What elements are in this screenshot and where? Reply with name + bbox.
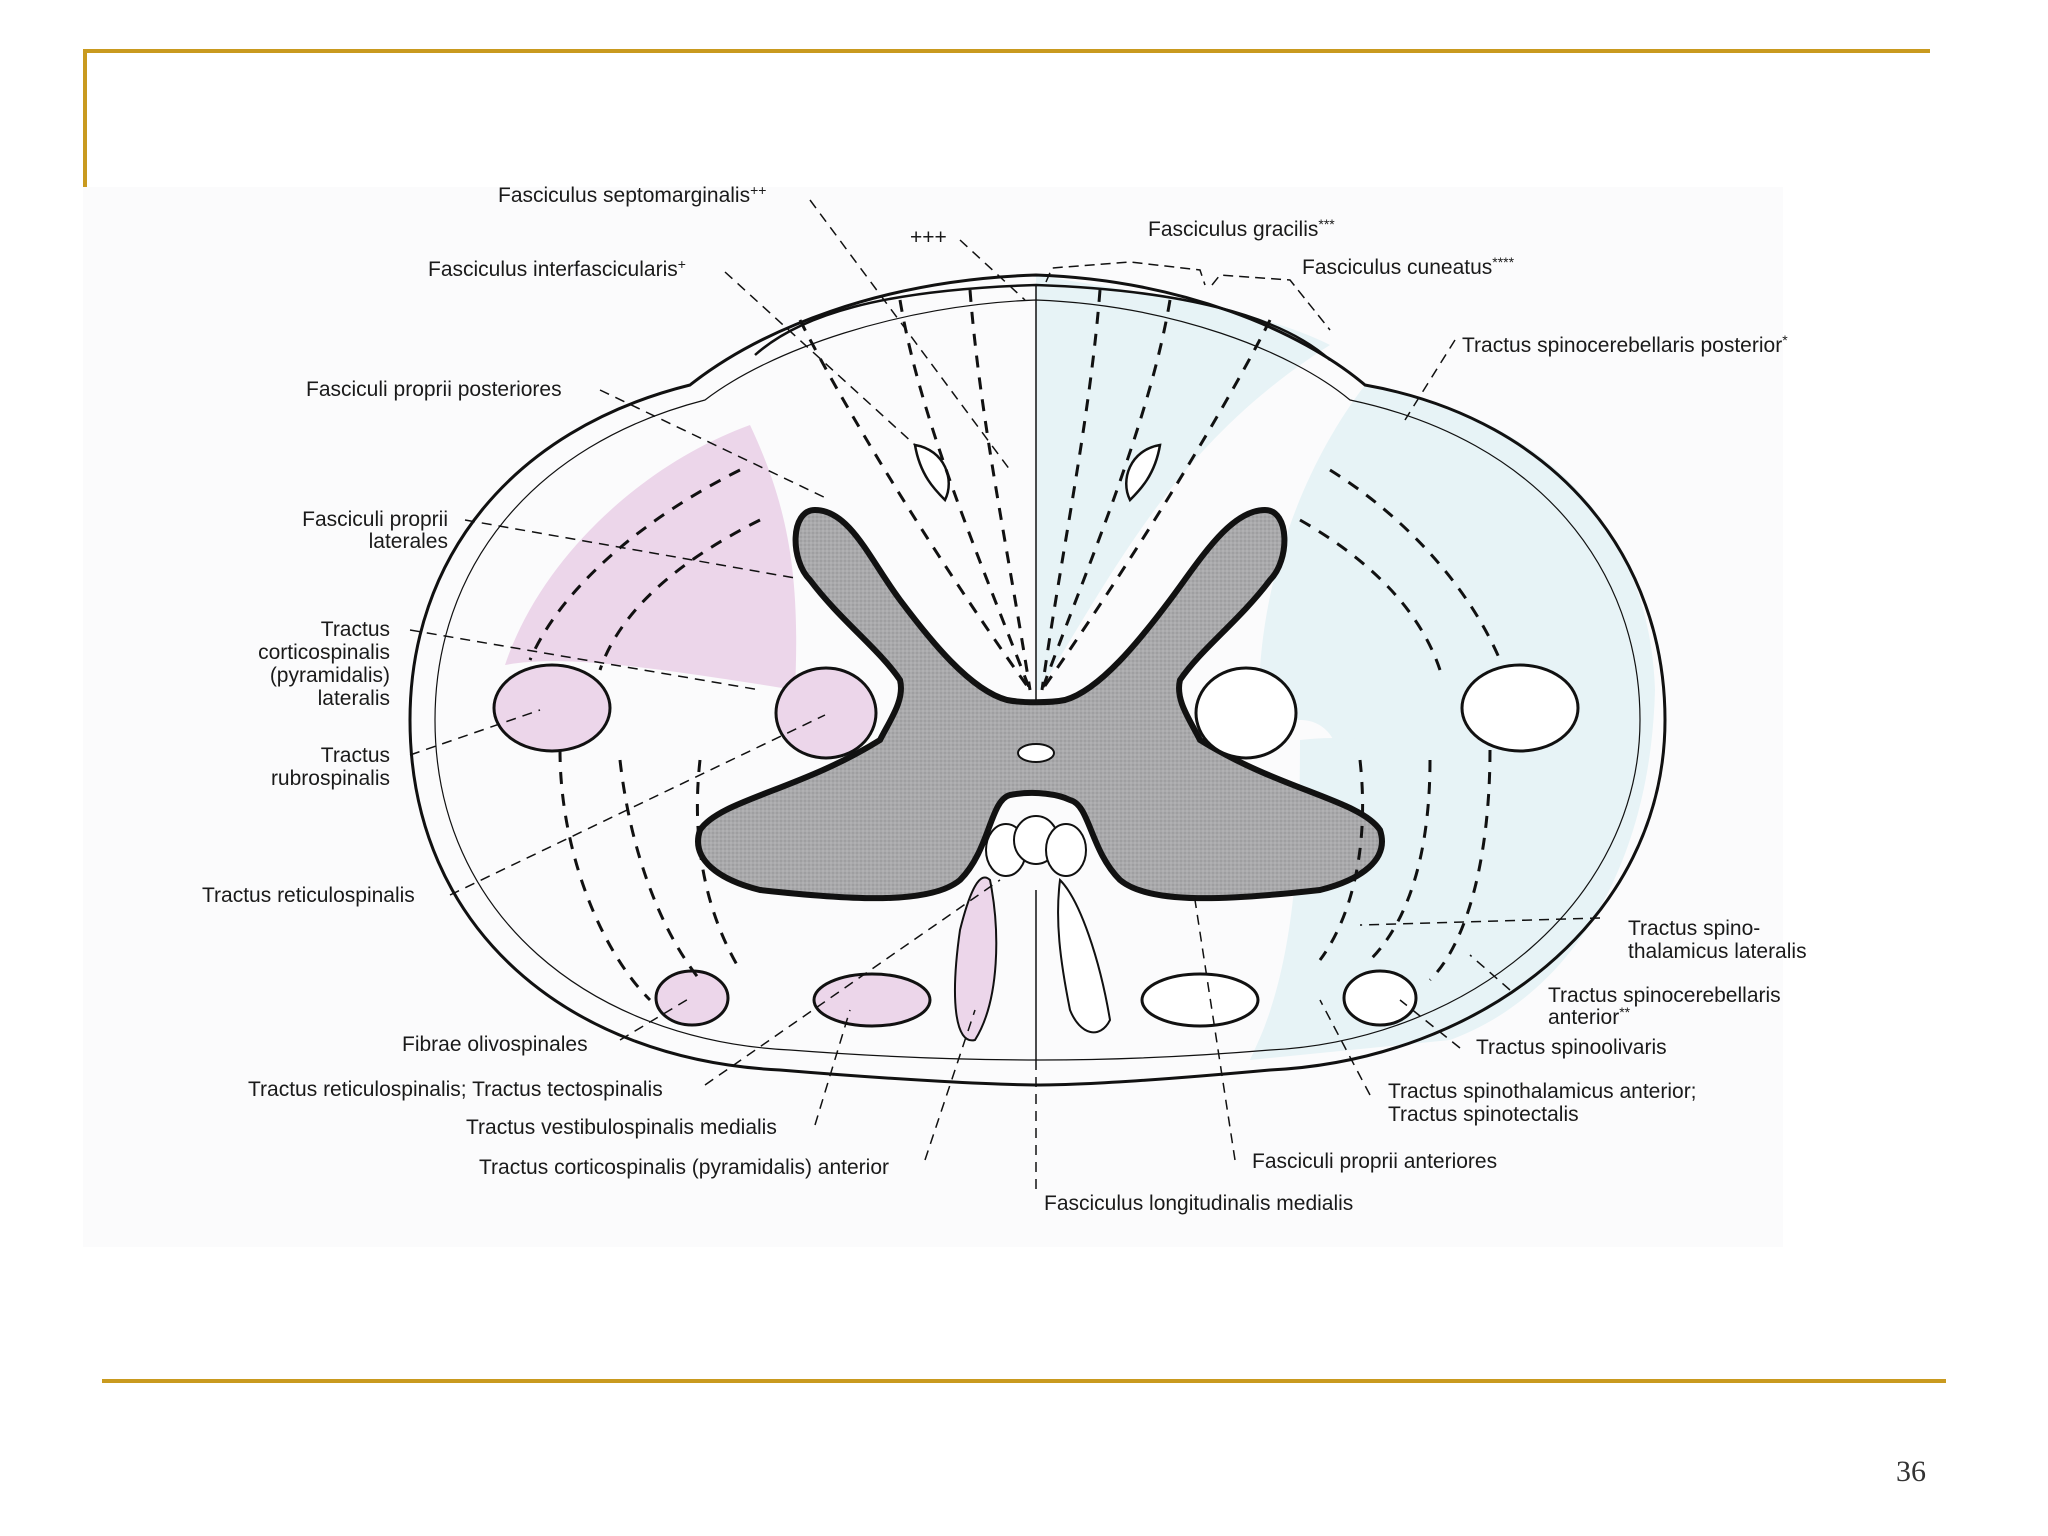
label-stt-ant-2: Tractus spinotectalis <box>1388 1103 1579 1126</box>
bottom-rule <box>102 1379 1946 1383</box>
label-scb-ant-sup: ** <box>1619 1004 1630 1020</box>
fpp-anterior-right <box>1140 972 1260 1028</box>
label-fpp-lat-1: Fasciculi proprii <box>302 508 448 531</box>
cst-lateral-right <box>1460 663 1580 753</box>
label-spinoolivaris: Tractus spinoolivaris <box>1476 1036 1667 1059</box>
inner-rim <box>434 299 1641 1061</box>
label-scb-posterior: Tractus spinocerebellaris posterior* <box>1462 332 1788 357</box>
page-number: 36 <box>1896 1455 1926 1488</box>
label-stt-lat-2: thalamicus lateralis <box>1628 940 1807 963</box>
label-gracilis-sup: *** <box>1318 216 1335 232</box>
label-interfascicularis: Fasciculus interfascicularis+ <box>428 256 686 281</box>
blue-dorsal-region <box>1036 275 1330 690</box>
gray-matter <box>695 506 1385 902</box>
cuneatus-bracket <box>1211 274 1331 331</box>
label-scb-ant-2: anterior** <box>1548 1004 1631 1029</box>
label-fpp-anteriores: Fasciculi proprii anteriores <box>1252 1150 1497 1173</box>
leader-lines <box>409 199 1601 1190</box>
label-stt-lat-1: Tractus spino- <box>1628 917 1760 940</box>
rubro-left <box>774 666 878 760</box>
label-cuneatus-sup: **** <box>1492 254 1514 270</box>
label-plus3: +++ <box>910 226 947 249</box>
gracilis-bracket <box>1045 261 1206 286</box>
central-canal <box>1017 743 1055 763</box>
label-rubro-1: Tractus <box>321 744 390 767</box>
label-flm: Fasciculus longitudinalis medialis <box>1044 1192 1353 1215</box>
left-rule <box>83 49 87 187</box>
label-fpp-lat-2: laterales <box>369 530 448 553</box>
olivo-left <box>654 969 730 1027</box>
label-septomarginalis: Fasciculus septomarginalis++ <box>498 182 766 207</box>
label-olivo: Fibrae olivospinales <box>402 1033 588 1056</box>
anterior-median-lobe-right <box>1057 877 1112 1034</box>
vestib-left <box>812 972 932 1028</box>
label-fpp-posteriores: Fasciculi proprii posteriores <box>306 378 562 401</box>
label-cst-lat-1: Tractus <box>321 618 390 641</box>
label-stt-ant-1: Tractus spinothalamicus anterior; <box>1388 1080 1697 1103</box>
label-rubro-2: rubrospinalis <box>271 767 390 790</box>
label-interfascicularis-sup: + <box>678 256 686 272</box>
rubro-right <box>1194 666 1298 760</box>
label-cst-lat-2: corticospinalis <box>258 641 390 664</box>
cst-lateral-left <box>492 663 612 753</box>
label-septomarginalis-sup: ++ <box>750 182 766 198</box>
dorsal-dashed-fibers <box>798 289 1272 691</box>
label-vestibulospinalis: Tractus vestibulospinalis medialis <box>466 1116 777 1139</box>
interfasc-shape-left <box>913 443 950 503</box>
pink-lateral-region <box>505 425 797 690</box>
label-cst-lat-4: lateralis <box>318 687 390 710</box>
lateral-dashed-fibers <box>528 468 1502 1002</box>
label-retic-tecto: Tractus reticulospinalis; Tractus tectos… <box>248 1078 663 1101</box>
top-rule <box>83 49 1930 53</box>
label-scb-posterior-sup: * <box>1782 332 1788 348</box>
anterior-corticospinal-region <box>954 876 998 1042</box>
label-scb-ant-1: Tractus spinocerebellaris <box>1548 984 1781 1007</box>
cord-outline <box>408 273 1667 1087</box>
label-cuneatus: Fasciculus cuneatus**** <box>1302 254 1515 279</box>
label-gracilis: Fasciculus gracilis*** <box>1148 216 1335 241</box>
anterior-lobe-3 <box>1045 823 1087 877</box>
label-cst-anterior: Tractus corticospinalis (pyramidalis) an… <box>479 1156 889 1179</box>
spinoolivaris-right <box>1342 969 1418 1027</box>
label-reticulo: Tractus reticulospinalis <box>202 884 415 907</box>
interfasc-shape-right <box>1125 443 1162 503</box>
label-cst-lat-3: (pyramidalis) <box>270 664 390 687</box>
